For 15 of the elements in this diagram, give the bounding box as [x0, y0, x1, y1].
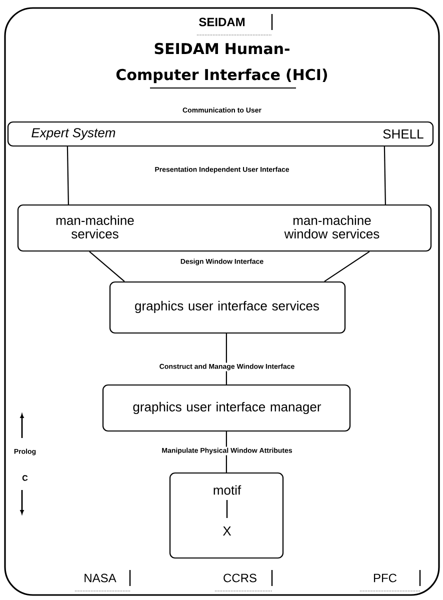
services-box: man-machine services man-machine window services: [17, 204, 432, 252]
connector-line: [384, 146, 386, 204]
connector-line: [89, 251, 125, 282]
process-box: graphics user interface services: [109, 281, 346, 334]
label-text: NASA: [74, 570, 131, 592]
label-text: CCRS: [214, 570, 273, 592]
process-box: graphics user interface manager: [102, 384, 351, 432]
label-text: SEIDAM: [196, 14, 273, 36]
title: SEIDAM Human-Computer Interface (HCI): [116, 42, 328, 84]
label-text: PFC: [360, 570, 421, 592]
process-box: motif X: [169, 472, 284, 559]
label-text: C: [22, 475, 28, 481]
connector-line: [66, 146, 69, 204]
connector-line: [324, 251, 370, 282]
system-box: Expert System SHELL: [7, 121, 434, 147]
